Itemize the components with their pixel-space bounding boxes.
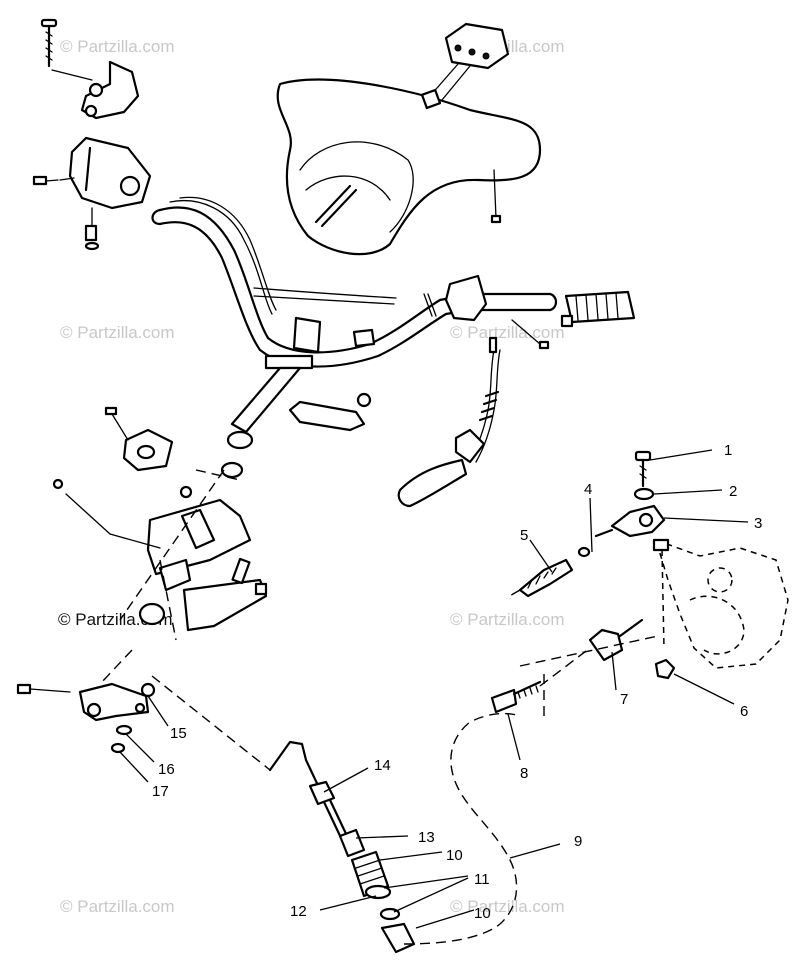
callout-16: 16: [158, 761, 175, 778]
callout-3: 3: [754, 515, 762, 532]
watermark: © Partzilla.com: [450, 610, 565, 629]
callout-14: 14: [374, 757, 391, 774]
callout-12: 12: [290, 903, 307, 920]
callout-leaders: [119, 449, 749, 929]
callout-5: 5: [520, 527, 528, 544]
assembly-leaders: [99, 469, 271, 771]
column-bracket: [52, 406, 268, 632]
watermark: © Partzilla.com: [450, 323, 565, 342]
callout-13: 13: [418, 829, 435, 846]
throttle-arm: [16, 682, 156, 754]
handlebar-pad: [276, 22, 542, 256]
callout-1: 1: [724, 442, 732, 459]
steering-post: [220, 354, 372, 479]
watermark: © Partzilla.com: [60, 323, 175, 342]
callout-6: 6: [740, 703, 748, 720]
callout-17: 17: [152, 783, 169, 800]
throttle-housing: [32, 136, 152, 251]
callout-15: 15: [170, 725, 187, 742]
handlebar: [151, 196, 636, 368]
watermark: © Partzilla.com: [450, 897, 565, 916]
callout-10-upper: 10: [446, 847, 463, 864]
callout-4: 4: [584, 481, 592, 498]
mount-bracket: [40, 18, 140, 120]
callout-10-lower: 10: [474, 905, 491, 922]
callout-2: 2: [729, 483, 737, 500]
callout-8: 8: [520, 765, 528, 782]
choke-cable: [403, 618, 659, 945]
callout-9: 9: [574, 833, 582, 850]
kill-switch: [397, 336, 501, 508]
callout-labels: 1 2 3 4 5 6 7 8 9 10 10 11 12 13 14 15 1…: [152, 442, 762, 922]
callout-7: 7: [620, 691, 628, 708]
watermark: © Partzilla.com: [60, 897, 175, 916]
watermark: © Partzilla.com: [60, 37, 175, 56]
tie-rod-end: [505, 450, 789, 680]
callout-11: 11: [474, 871, 490, 888]
throttle-cable: [268, 740, 416, 954]
